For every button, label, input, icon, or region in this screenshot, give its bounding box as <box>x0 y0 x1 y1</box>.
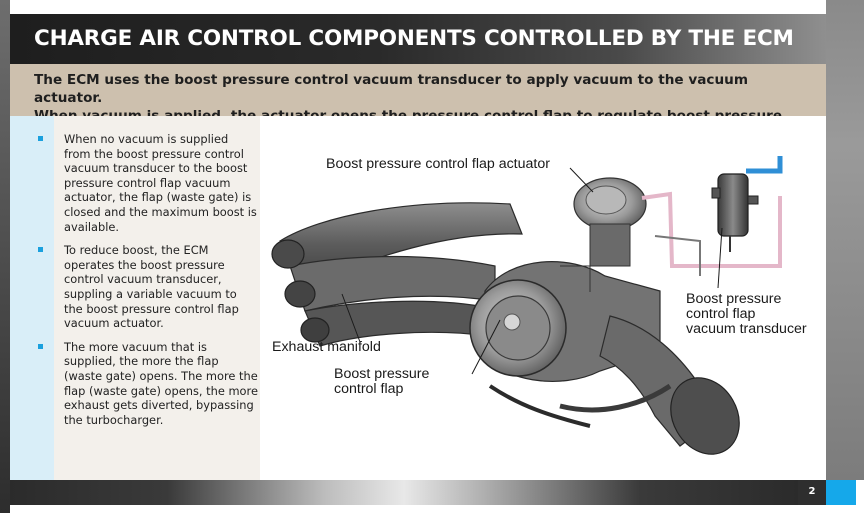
label-line: Boost pressure <box>334 366 430 382</box>
square-bullet-icon <box>38 247 43 253</box>
bullet-text: The more vacuum that is supplied, the mo… <box>64 339 258 427</box>
slide-title: CHARGE AIR CONTROL COMPONENTS CONTROLLED… <box>34 26 794 51</box>
turbocharger-illustration <box>271 156 783 455</box>
accent-square <box>826 480 856 505</box>
title-bar: CHARGE AIR CONTROL COMPONENTS CONTROLLED… <box>10 14 826 64</box>
bullet-text: When no vacuum is supplied from the boos… <box>64 132 257 234</box>
side-stripe <box>10 116 54 480</box>
label-line: control flap <box>334 381 404 397</box>
bullet-list: When no vacuum is supplied from the boos… <box>36 132 258 436</box>
page-number: 2 <box>808 486 816 497</box>
label-leader-lines <box>341 167 723 375</box>
label-flap-actuator: Boost pressure control flap actuator <box>326 156 550 172</box>
label-control-flap: Boost pressure control flap <box>334 367 429 397</box>
frame-left-edge <box>0 0 10 513</box>
bullet-item: To reduce boost, the ECM operates the bo… <box>36 243 258 331</box>
vacuum-hose-shape <box>641 156 783 276</box>
bullet-item: The more vacuum that is supplied, the mo… <box>36 340 258 428</box>
square-bullet-icon <box>38 136 43 141</box>
footer-bar <box>10 480 798 505</box>
frame-right-edge <box>826 0 864 480</box>
label-exhaust-manifold: Exhaust manifold <box>272 339 381 355</box>
turbocharger-diagram: Boost pressure control flap actuator Boo… <box>260 116 826 480</box>
label-line: Boost pressure <box>686 291 782 307</box>
subtitle-band: The ECM uses the boost pressure control … <box>10 64 826 124</box>
vacuum-transducer-shape <box>711 173 759 252</box>
intake-pipe-shape <box>488 315 740 455</box>
flap-actuator-shape <box>573 177 647 267</box>
square-bullet-icon <box>38 343 43 349</box>
text-panel <box>54 116 260 480</box>
label-line: control flap <box>686 306 756 322</box>
bullet-text: To reduce boost, the ECM operates the bo… <box>64 243 239 331</box>
exhaust-manifold-shape <box>271 202 523 347</box>
label-vacuum-transducer: Boost pressure control flap vacuum trans… <box>686 292 807 337</box>
subtitle-line-1: The ECM uses the boost pressure control … <box>34 72 748 106</box>
bullet-item: When no vacuum is supplied from the boos… <box>36 132 258 234</box>
label-line: vacuum transducer <box>686 321 807 337</box>
page-number-box: 2 <box>798 480 826 505</box>
